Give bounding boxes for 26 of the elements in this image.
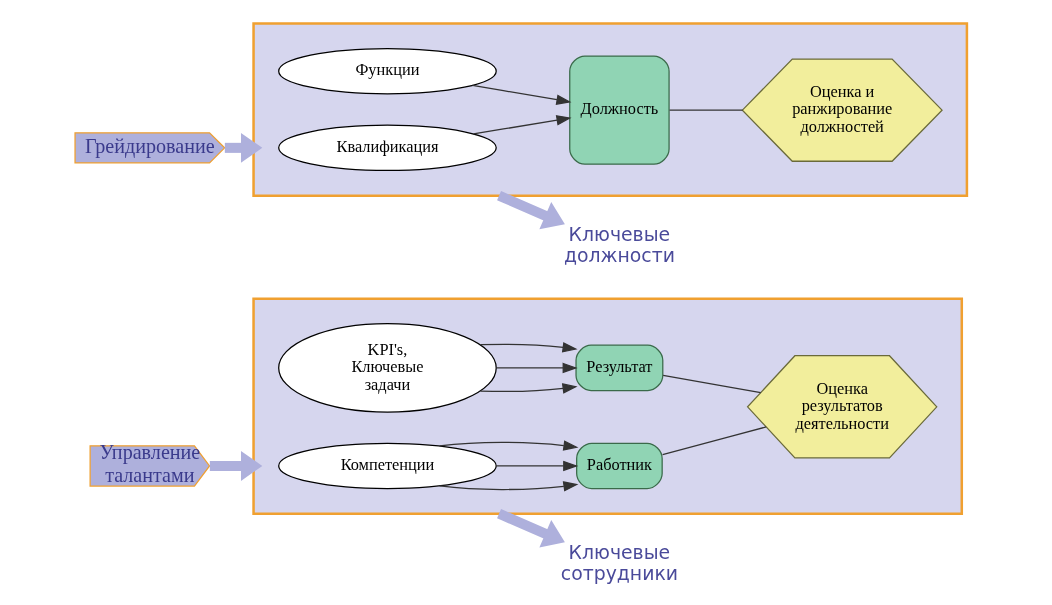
arrow	[224, 132, 263, 163]
connector	[662, 426, 767, 456]
cluster	[252, 22, 969, 197]
cluster	[252, 297, 964, 515]
arrow	[439, 440, 579, 451]
node-text: Ключевые должности	[563, 223, 675, 267]
arrow	[472, 115, 572, 135]
arrow	[439, 481, 579, 492]
connector	[662, 374, 762, 394]
node-text: Ключевые сотрудники	[560, 541, 679, 585]
node-ellipse: KPI's, Ключевые задачи	[278, 323, 497, 413]
arrow	[209, 451, 263, 481]
arrow	[479, 342, 578, 353]
arrow	[495, 362, 578, 374]
node-ellipse: Компетенции	[278, 442, 497, 490]
node-box: Должность	[569, 55, 670, 165]
arrow	[495, 460, 579, 472]
node-ellipse: Функции	[278, 47, 497, 95]
arrow	[479, 383, 578, 394]
arrow	[497, 191, 565, 230]
node-box: Результат	[575, 344, 664, 392]
arrow	[471, 84, 572, 105]
node-ellipse: Квалификация	[278, 124, 497, 172]
node-box: Работник	[576, 442, 663, 490]
arrow	[497, 509, 565, 548]
connector	[668, 109, 744, 111]
